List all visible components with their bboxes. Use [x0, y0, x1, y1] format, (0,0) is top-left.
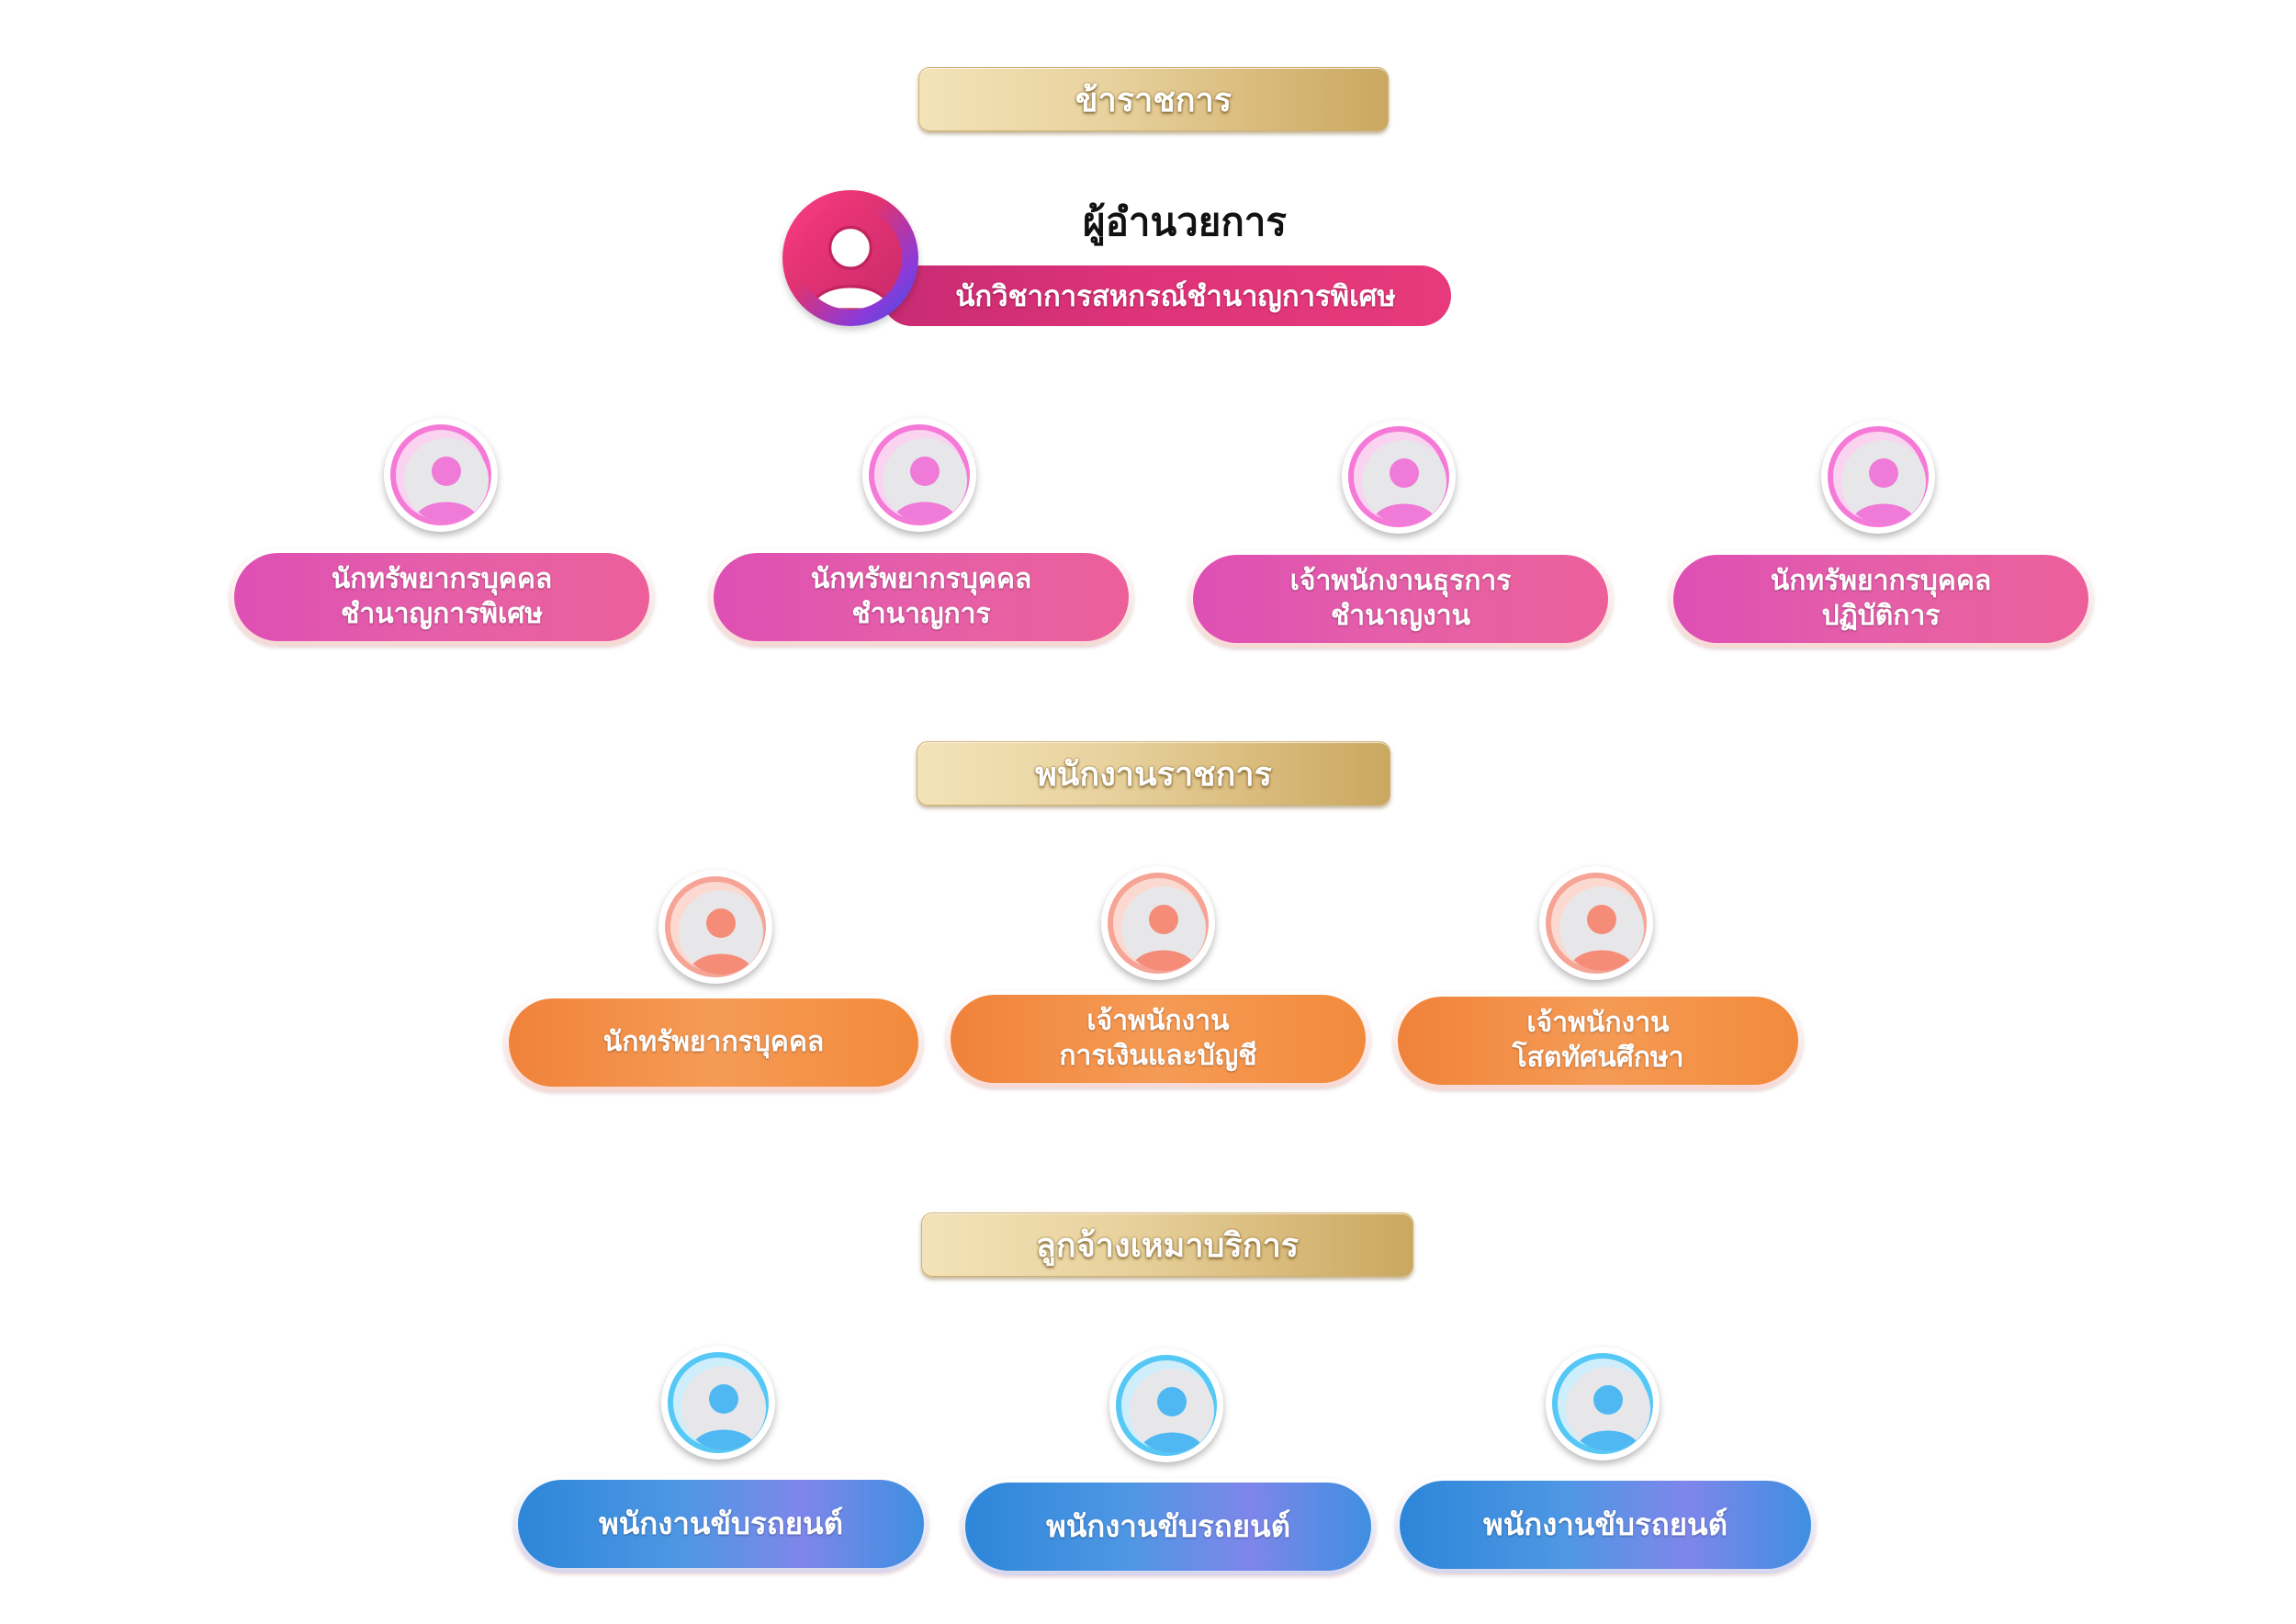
- position-pill-contract-1: พนักงานขับรถยนต์: [513, 1475, 929, 1573]
- person-icon: [1851, 458, 1917, 524]
- position-pill-civil-1: นักทรัพยากรบุคคล ชำนาญการพิเศษ: [230, 548, 654, 646]
- position-line-1: นักทรัพยากรบุคคล: [602, 1026, 825, 1058]
- position-pill-gov-2: เจ้าพนักงาน การเงินและบัญชี: [946, 990, 1370, 1088]
- person-icon: [413, 457, 479, 523]
- avatar-contract-1: [661, 1346, 775, 1460]
- person-icon: [691, 1384, 757, 1450]
- position-line-2: การเงินและบัญชี: [1059, 1040, 1257, 1072]
- person-icon: [1575, 1385, 1641, 1451]
- section-header-government-employees: พนักงานราชการ: [917, 741, 1390, 806]
- person-icon: [1569, 905, 1635, 971]
- section-title: พนักงานราชการ: [1035, 755, 1272, 794]
- avatar-civil-3: [1342, 420, 1456, 534]
- person-icon: [809, 225, 892, 310]
- person-icon: [1371, 458, 1437, 524]
- person-icon: [1139, 1387, 1205, 1453]
- position-pill-contract-3: พนักงานขับรถยนต์: [1395, 1476, 1816, 1573]
- avatar-gov-1: [658, 870, 772, 984]
- position-pill-civil-3: เจ้าพนักงานธุรการ ชำนาญงาน: [1188, 550, 1613, 648]
- director-avatar: [782, 190, 918, 326]
- person-icon: [892, 457, 958, 523]
- person-icon: [1131, 905, 1197, 971]
- avatar-civil-1: [384, 418, 498, 532]
- avatar-civil-4: [1821, 420, 1935, 534]
- section-title: ข้าราชการ: [1075, 81, 1232, 119]
- position-pill-civil-4: นักทรัพยากรบุคคล ปฏิบัติการ: [1669, 550, 2093, 648]
- position-pill-gov-1: นักทรัพยากรบุคคล: [504, 994, 923, 1091]
- avatar-civil-2: [862, 418, 976, 532]
- position-line-2: โสตทัศนศึกษา: [1512, 1042, 1684, 1074]
- section-title: ลูกจ้างเหมาบริการ: [1035, 1226, 1300, 1265]
- section-header-civil-servants: ข้าราชการ: [918, 67, 1389, 131]
- position-line-1: เจ้าพนักงาน: [1086, 1005, 1230, 1037]
- position-line-2: ชำนาญการพิเศษ: [340, 598, 544, 630]
- director-position: นักวิชาการสหกรณ์ชำนาญการพิเศษ: [955, 280, 1396, 313]
- position-line-1: นักทรัพยากรบุคคล: [810, 563, 1032, 595]
- position-line-2: ชำนาญการ: [851, 598, 991, 630]
- position-line-1: เจ้าพนักงาน: [1526, 1007, 1670, 1039]
- position-pill-civil-2: นักทรัพยากรบุคคล ชำนาญการ: [709, 548, 1133, 646]
- avatar-gov-3: [1539, 866, 1653, 980]
- director-avatar-face: [799, 207, 902, 310]
- avatar-contract-3: [1546, 1347, 1660, 1460]
- position-line-1: พนักงานขับรถยนต์: [1045, 1508, 1291, 1544]
- position-pill-contract-2: พนักงานขับรถยนต์: [961, 1478, 1376, 1575]
- position-line-2: ชำนาญงาน: [1330, 600, 1471, 632]
- position-pill-gov-3: เจ้าพนักงาน โสตทัศนศึกษา: [1393, 992, 1803, 1089]
- position-line-2: ปฏิบัติการ: [1821, 600, 1941, 632]
- position-line-1: เจ้าพนักงานธุรการ: [1289, 565, 1512, 597]
- director-position-pill: นักวิชาการสหกรณ์ชำนาญการพิเศษ: [882, 265, 1451, 326]
- avatar-contract-2: [1109, 1348, 1223, 1462]
- position-line-1: นักทรัพยากรบุคคล: [1770, 565, 1992, 597]
- position-line-1: นักทรัพยากรบุคคล: [331, 563, 553, 595]
- position-line-1: พนักงานขับรถยนต์: [598, 1506, 844, 1541]
- avatar-gov-2: [1101, 866, 1215, 980]
- section-header-service-contract: ลูกจ้างเหมาบริการ: [921, 1212, 1413, 1277]
- person-icon: [688, 908, 754, 975]
- position-line-1: พนักงานขับรถยนต์: [1482, 1506, 1728, 1542]
- director-title: ผู้อำนวยการ: [1083, 199, 1287, 244]
